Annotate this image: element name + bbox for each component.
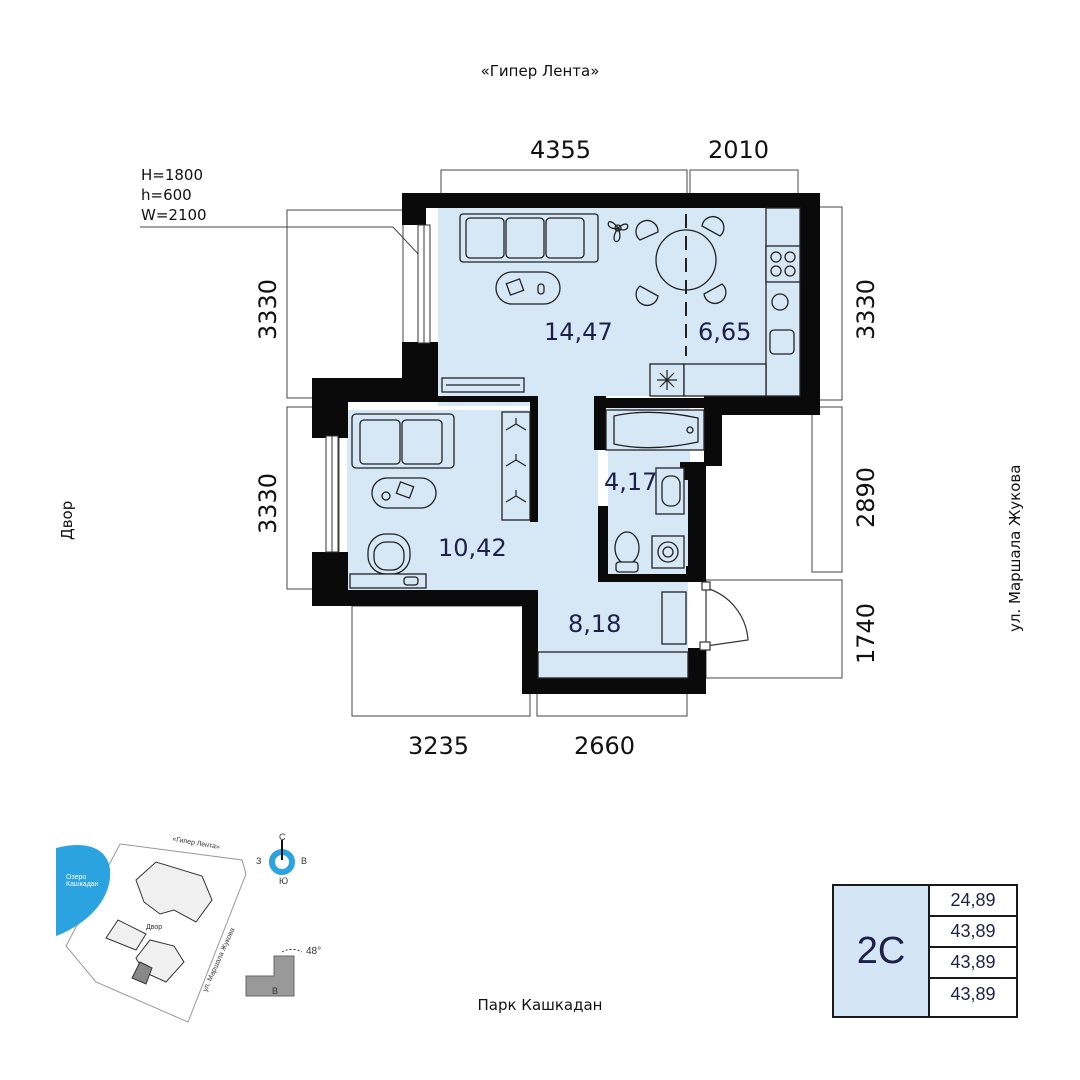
dim-left-lower: 3330: [254, 472, 282, 534]
site-minimap: [56, 840, 303, 1023]
area-bathroom: 4,17: [604, 468, 658, 496]
apartment-value: 43,89: [950, 984, 996, 1004]
walls: [312, 193, 820, 694]
dim-right-upper: 3330: [852, 278, 880, 340]
living-furniture: [441, 213, 599, 393]
plant-icon: [607, 221, 629, 243]
compass-east: В: [301, 856, 308, 866]
apartment-card: 2С 24,89 43,89 43,89 43,89: [832, 884, 1018, 1018]
highlighted-section: [131, 961, 153, 985]
dim-left-upper: 3330: [254, 278, 282, 340]
area-kitchen: 6,65: [698, 318, 752, 346]
snowflake-icon: [657, 370, 677, 390]
dim-right-lower: 1740: [852, 602, 880, 664]
dim-top-left: 4355: [530, 136, 592, 164]
minimap-lake-label: Озеро Кашкадан: [66, 874, 99, 888]
street-bottom-label: Парк Кашкадан: [477, 996, 603, 1014]
minimap-yard-label: Двор: [146, 924, 163, 931]
apartment-value: 43,89: [930, 948, 1016, 979]
compass-south: Ю: [279, 876, 289, 886]
compass-north: С: [279, 832, 286, 842]
dim-bottom-right: 2660: [574, 732, 636, 760]
window-width: W=2100: [141, 206, 207, 224]
window-sill-height: h=600: [141, 186, 192, 204]
hall-furniture: [537, 591, 689, 679]
section-marker: [245, 955, 295, 997]
dim-bottom-left: 3235: [408, 732, 470, 760]
window-lines: [331, 225, 425, 552]
area-living: 14,47: [544, 318, 613, 346]
street-top-label: «Гипер Лента»: [480, 62, 600, 80]
apartment-value: 24,89: [930, 886, 1016, 917]
entrance-door: [699, 581, 749, 651]
apartment-values: 24,89 43,89 43,89 43,89: [930, 886, 1016, 1010]
apartment-code: 2С: [834, 886, 930, 1016]
apartment-value: 43,89: [930, 917, 1016, 948]
minimap-angle: 48°: [306, 946, 322, 957]
bathroom-furniture: [605, 409, 705, 573]
window-height: H=1800: [141, 166, 204, 184]
dim-top-right: 2010: [708, 136, 770, 164]
area-hall: 8,18: [568, 610, 622, 638]
compass-west: З: [256, 856, 262, 866]
dim-right-middle: 2890: [852, 466, 880, 528]
area-bedroom: 10,42: [438, 534, 507, 562]
minimap-section-label: В: [272, 986, 279, 996]
